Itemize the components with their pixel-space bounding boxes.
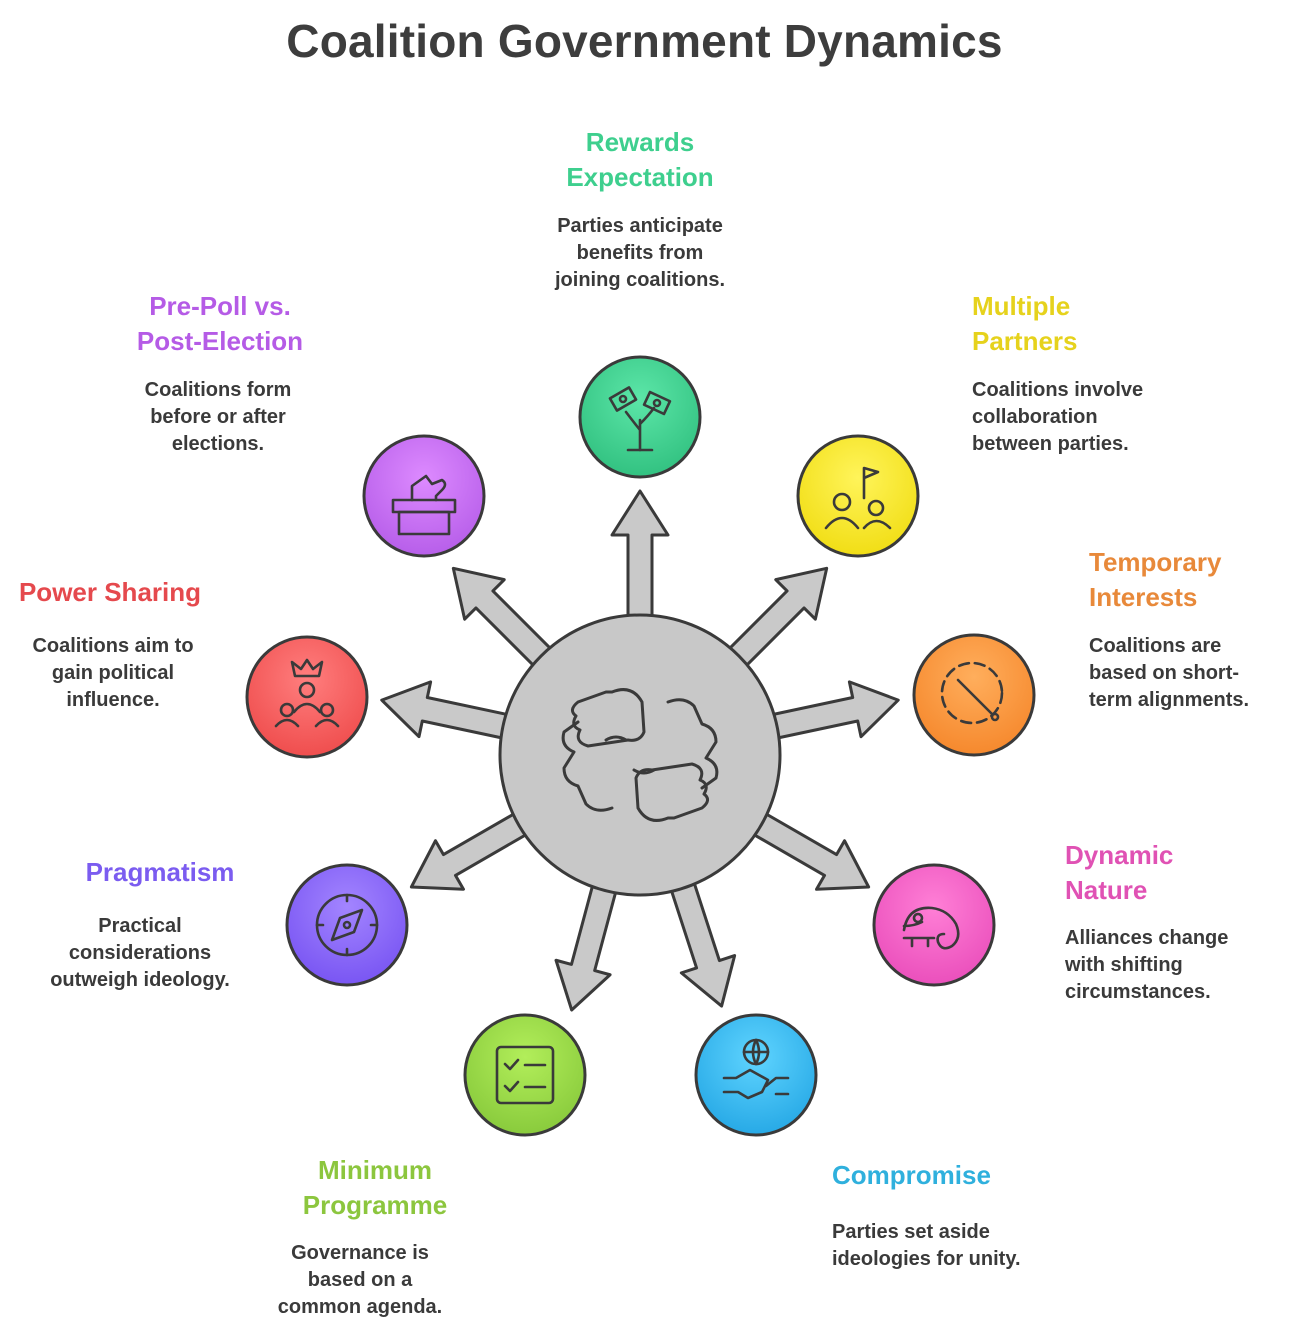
node-power (245, 635, 369, 759)
node-title-prepoll: Pre-Poll vs.Post-Election (136, 291, 304, 356)
handshake-globe-icon (722, 1038, 790, 1100)
node-prepoll (362, 434, 486, 558)
compass-icon (315, 893, 379, 957)
money-plant-icon (608, 386, 672, 452)
fist-bump-icon (561, 688, 719, 822)
node-rewards (578, 355, 702, 479)
page-title: Coalition Government Dynamics (286, 15, 1003, 67)
node-pragmatism (285, 863, 409, 987)
node-partners (796, 434, 920, 558)
checklist-icon (495, 1045, 555, 1105)
crown-people-icon (274, 658, 340, 728)
node-title-pragmatism: Pragmatism (85, 857, 235, 887)
node-temporary (912, 633, 1036, 757)
node-dynamic (872, 863, 996, 987)
clock-dashed-icon (940, 661, 1004, 725)
node-title-compromise: Compromise (832, 1160, 991, 1190)
node-minimum (463, 1013, 587, 1137)
group-flag-icon (824, 466, 892, 530)
ballot-box-icon (391, 474, 457, 536)
node-compromise (694, 1013, 818, 1137)
chameleon-icon (902, 906, 960, 950)
node-title-power: Power Sharing (18, 577, 202, 607)
center-hub (498, 613, 782, 897)
